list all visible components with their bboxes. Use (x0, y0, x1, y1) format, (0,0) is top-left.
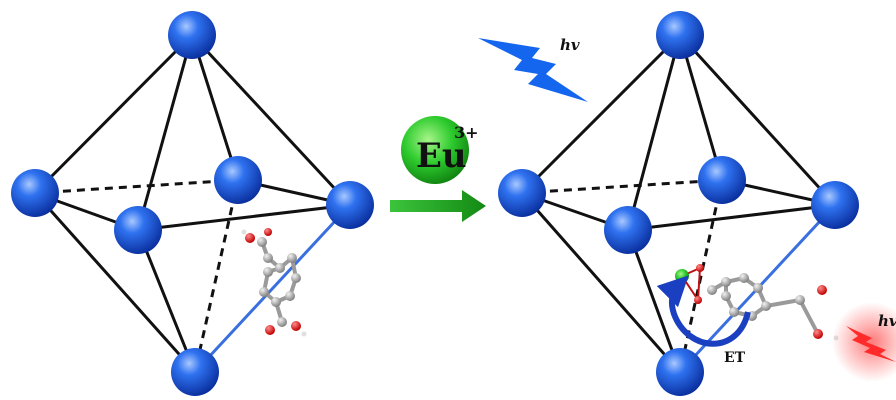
left-node-left (11, 169, 59, 217)
left-edge (33, 191, 197, 374)
emission-bolt-icon (846, 326, 896, 362)
right-edge (520, 191, 682, 374)
left-ligand-molecule (241, 228, 307, 337)
right-octahedron: ET (498, 11, 859, 396)
left-node-back (214, 156, 262, 204)
emission-label: hv (878, 312, 896, 330)
left-back-edge (34, 178, 239, 195)
left-linker-edge (193, 203, 352, 374)
right-edge (626, 33, 682, 232)
left-edge (190, 33, 240, 182)
left-edge (190, 33, 352, 207)
europium-site (675, 269, 689, 283)
left-edge (33, 33, 194, 195)
left-edge (136, 228, 197, 374)
left-node-right (326, 181, 374, 229)
eu-ion-sphere (401, 116, 469, 184)
eu-ion-symbol: Eu (416, 136, 467, 176)
left-edge (136, 33, 194, 232)
left-node-bottom (171, 348, 219, 396)
right-node-right (811, 181, 859, 229)
energy-transfer-arrow (656, 275, 751, 347)
right-edge (678, 33, 837, 207)
right-edge (626, 203, 837, 232)
right-node-back (698, 156, 746, 204)
right-back-edge (678, 179, 724, 373)
emission-light: hv (832, 302, 896, 382)
right-back-edge (521, 178, 723, 195)
right-node-bottom (656, 348, 704, 396)
right-node-left (498, 169, 546, 217)
left-back-edge (193, 179, 240, 373)
eu-ion-charge: 3+ (454, 123, 479, 142)
reaction-arrow (390, 190, 486, 222)
reaction-step: Eu 3+ (390, 116, 486, 222)
right-edge (626, 228, 682, 374)
right-edge (520, 33, 682, 195)
left-node-top (168, 11, 216, 59)
excitation-label: hv (560, 36, 580, 54)
left-node-front (114, 206, 162, 254)
left-octahedron (11, 11, 374, 396)
energy-transfer-label: ET (724, 350, 746, 366)
right-node-front (604, 206, 652, 254)
excitation-light: hv (478, 36, 588, 102)
excitation-bolt-icon (478, 38, 588, 102)
left-edge (136, 203, 352, 232)
right-edge (678, 33, 724, 182)
right-node-top (656, 11, 704, 59)
right-ligand-molecule (675, 264, 839, 341)
